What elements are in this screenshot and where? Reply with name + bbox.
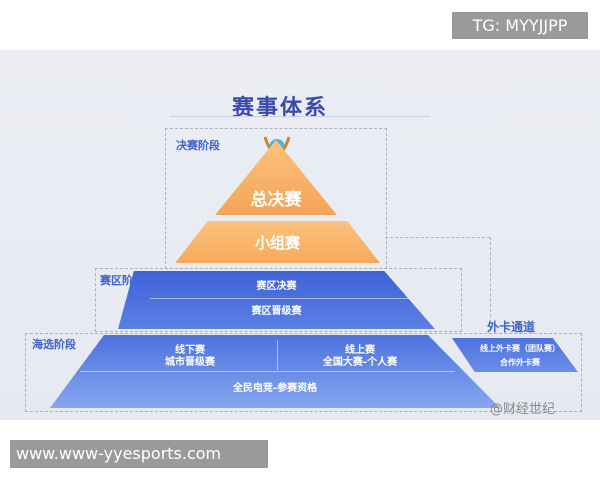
divider bbox=[277, 340, 278, 370]
selection-stage-box bbox=[25, 333, 582, 412]
connector bbox=[490, 237, 491, 317]
watermark: @财经世纪 bbox=[490, 402, 556, 417]
region-tier bbox=[118, 271, 435, 329]
divider bbox=[150, 298, 410, 299]
region-stage-box bbox=[95, 268, 462, 332]
selection-stage-label: 海选阶段 bbox=[32, 338, 76, 351]
wildcard-label: 外卡通道 bbox=[487, 320, 536, 334]
wildcard-partner: 合作外卡赛 bbox=[500, 358, 540, 367]
page-title: 赛事体系 bbox=[231, 96, 328, 121]
region-final: 赛区决赛 bbox=[256, 281, 297, 292]
url-label: www.www-yyesports.com bbox=[10, 440, 268, 468]
final-stage-label: 决赛阶段 bbox=[176, 139, 220, 152]
group-stage-tier: 小组赛 bbox=[175, 221, 380, 263]
online-sub: 全国大赛-个人赛 bbox=[322, 357, 398, 368]
region-promotion: 赛区晋级赛 bbox=[251, 306, 302, 317]
offline-title: 线下赛 bbox=[175, 345, 205, 356]
connector bbox=[385, 237, 490, 238]
divider bbox=[80, 371, 455, 372]
online-title: 线上赛 bbox=[345, 345, 375, 356]
base-qualification: 全民电竞-参赛资格 bbox=[232, 383, 318, 394]
title-divider bbox=[170, 116, 430, 117]
tg-label: TG: MYYJJPP bbox=[452, 12, 588, 39]
offline-sub: 城市晋级赛 bbox=[165, 357, 215, 368]
wildcard-online: 线上外卡赛（团队赛） bbox=[480, 344, 560, 353]
